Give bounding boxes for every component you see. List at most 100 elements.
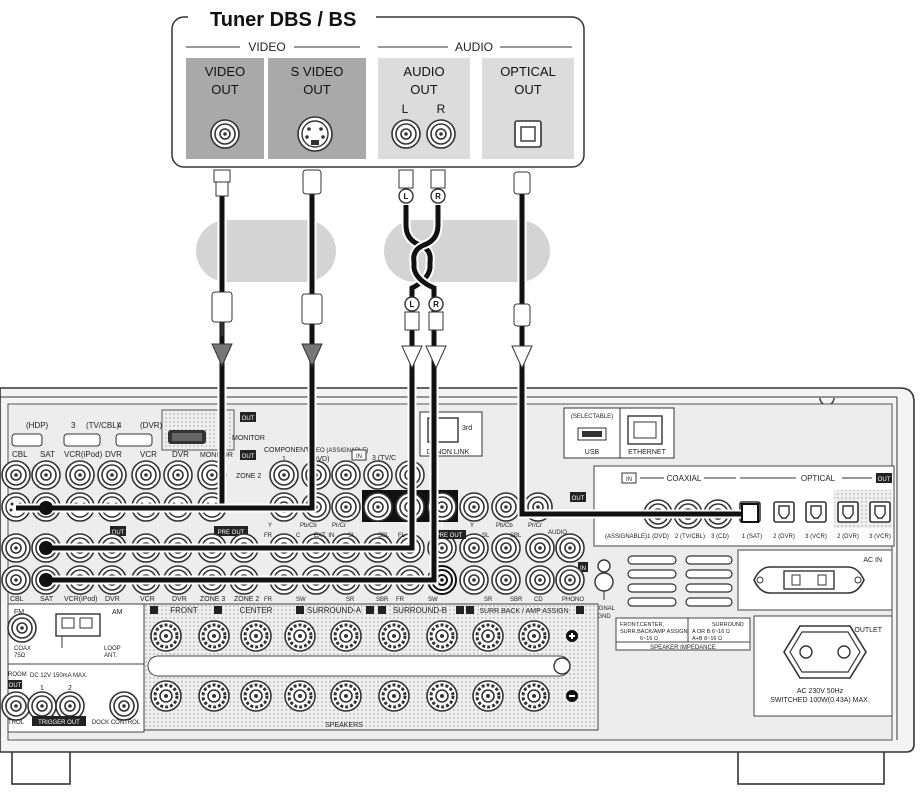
svg-text:(SELECTABLE): (SELECTABLE) xyxy=(571,414,613,420)
speaker-group-headers: FRONT CENTER SURROUND-A SURROUND-B SURR.… xyxy=(150,606,584,615)
am-label: AM xyxy=(112,609,123,616)
component-jack-row-1[interactable] xyxy=(269,460,425,490)
audio-r-cable: R R xyxy=(46,169,447,585)
audio-out-r: R xyxy=(437,102,446,116)
dock-control-jack[interactable] xyxy=(109,691,139,721)
svg-text:LOOP: LOOP xyxy=(104,646,121,652)
trigger-out-label: TRIGGER OUT xyxy=(38,720,80,726)
svg-text:SAT: SAT xyxy=(40,596,54,603)
svg-text:ROOM: ROOM xyxy=(8,672,27,678)
usb-label: USB xyxy=(585,449,600,456)
ac-outlet-label: AC OUTLET xyxy=(843,627,883,634)
svg-text:FR: FR xyxy=(264,533,273,539)
svg-text:SAT: SAT xyxy=(40,450,55,459)
audio-out-r-jack[interactable] xyxy=(426,119,456,149)
svg-text:AUDIO: AUDIO xyxy=(548,530,567,536)
video-out-jack[interactable] xyxy=(210,119,240,149)
svg-text:SBR: SBR xyxy=(510,597,523,603)
fm-antenna-jack[interactable] xyxy=(7,613,37,643)
svg-text:SURROUND-A: SURROUND-A xyxy=(307,606,362,615)
monitor-label: MONITOR xyxy=(232,435,265,442)
speakers-label: SPEAKERS xyxy=(325,722,363,729)
ext-in-labels: FR C EXT. IN SL SBL FL SL SBL AUDIO xyxy=(264,530,567,539)
ac-rating: AC 230V 50Hz xyxy=(797,688,844,695)
tuner-device: Tuner DBS / BS VIDEO AUDIO VIDEO OUT S V… xyxy=(171,6,585,168)
svg-text:PRE OUT: PRE OUT xyxy=(436,533,463,539)
am-antenna-terminal[interactable] xyxy=(55,613,101,648)
hdmi-out-badge: OUT xyxy=(242,416,255,422)
svg-text:VCR(iPod): VCR(iPod) xyxy=(64,450,103,459)
trigger-out-jacks[interactable] xyxy=(1,691,85,721)
svg-text:FRONT: FRONT xyxy=(170,606,198,615)
ac-outlet-socket[interactable] xyxy=(783,625,867,679)
audio-out-panel xyxy=(378,58,470,159)
svg-text:GND: GND xyxy=(597,614,611,620)
svg-text:SBL: SBL xyxy=(510,533,522,539)
component-sub-labels: Y Pb/Cb Pr/Cr Y Pb/Cb Pr/Cr Y Pb/Cb Pr/C… xyxy=(268,523,542,529)
audio-out-l-jack[interactable] xyxy=(391,119,421,149)
audio-out-label-2: OUT xyxy=(410,82,438,97)
speaker-terminals-top[interactable] xyxy=(149,619,551,653)
svg-text:VCR(iPod): VCR(iPod) xyxy=(64,596,97,603)
svg-text:75Ω: 75Ω xyxy=(14,653,26,659)
svg-text:CD: CD xyxy=(534,597,543,603)
svg-text:Pb/Cb: Pb/Cb xyxy=(496,523,513,529)
svg-text:SPEAKER IMPEDANCE: SPEAKER IMPEDANCE xyxy=(650,645,716,651)
signal-gnd[interactable] xyxy=(594,559,614,600)
svideo-out-jack[interactable] xyxy=(297,116,333,152)
svg-text:FR: FR xyxy=(396,597,405,603)
svg-text:2: 2 xyxy=(68,685,72,692)
hdmi-label-dvr: (DVR) xyxy=(140,421,163,430)
digital-in-labels: (ASSIGNABLE) 1 (DVD) 2 (TV/CBL) 3 (CD) 1… xyxy=(605,534,891,540)
svg-text:3 (TV/C: 3 (TV/C xyxy=(372,455,396,462)
svg-text:1 (DVD): 1 (DVD) xyxy=(647,534,669,540)
svg-text:6~16 Ω: 6~16 Ω xyxy=(640,636,658,642)
svg-text:SBL: SBL xyxy=(378,533,390,539)
coaxial-label: COAXIAL xyxy=(667,474,702,483)
svg-text:FR: FR xyxy=(264,597,273,603)
vents xyxy=(627,555,733,607)
svg-text:Y: Y xyxy=(372,523,376,529)
svg-text:Pr/Cr: Pr/Cr xyxy=(528,523,542,529)
dock-control-label: DOCK CONTROL xyxy=(92,720,141,726)
svg-text:DVR: DVR xyxy=(105,596,120,603)
svg-text:OUT: OUT xyxy=(878,477,891,483)
video-jack-row-labels: CBL SAT VCR(iPod) DVR VCR DVR MONITOR xyxy=(12,450,233,459)
optical-out-label-1: OPTICAL xyxy=(500,64,556,79)
video-cable-highlight xyxy=(196,220,336,282)
plug-label-l-top: L xyxy=(404,192,409,201)
audio-out-l: L xyxy=(402,102,409,116)
ac-in-socket[interactable] xyxy=(753,566,865,594)
svg-text:3 (VCR): 3 (VCR) xyxy=(805,534,827,540)
svg-text:OUT: OUT xyxy=(112,530,125,536)
svg-text:A+B 8~16 Ω: A+B 8~16 Ω xyxy=(692,636,722,642)
component-label: COMPONENT xyxy=(264,447,310,454)
svg-text:CENTER: CENTER xyxy=(240,606,273,615)
svg-text:Y: Y xyxy=(268,523,272,529)
svg-text:C: C xyxy=(296,533,301,539)
plug-label-l-bottom: L xyxy=(410,300,415,309)
svg-text:IN: IN xyxy=(626,477,632,483)
svg-text:SBR: SBR xyxy=(376,597,389,603)
lower-jack-labels: FR SW SR SBR FR SW SR SBR CD PHONO xyxy=(264,597,584,603)
hdmi-label-4: 4 xyxy=(117,421,122,430)
receiver-rear-panel: (HDP) 3 (TV/CBL) 4 (DVR) OUT MONITOR CBL… xyxy=(0,387,915,785)
plug-label-r-top: R xyxy=(435,192,441,201)
fm-label: FM xyxy=(14,609,24,616)
svg-text:A OR B 6~16 Ω: A OR B 6~16 Ω xyxy=(692,629,730,635)
svg-text:(ASSIGNABLE): (ASSIGNABLE) xyxy=(605,534,647,540)
ethernet-label: ETHERNET xyxy=(628,449,666,456)
optical-out-label-2: OUT xyxy=(514,82,542,97)
speaker-terminals-bottom[interactable] xyxy=(149,679,551,713)
svg-text:SURR.BACK / AMP ASSIGN: SURR.BACK / AMP ASSIGN xyxy=(479,608,568,615)
device-title: Tuner DBS / BS xyxy=(210,9,356,31)
svg-text:FRONT,CENTER,: FRONT,CENTER, xyxy=(620,622,664,628)
svg-text:SIGNAL: SIGNAL xyxy=(593,606,616,612)
optical-out-jack[interactable] xyxy=(514,120,542,148)
optical-cable xyxy=(511,171,750,519)
svg-text:DVR: DVR xyxy=(105,450,122,459)
audio-group-label: AUDIO xyxy=(455,40,493,54)
svg-text:TROL: TROL xyxy=(8,720,25,726)
hdmi-label-3: 3 xyxy=(71,421,76,430)
